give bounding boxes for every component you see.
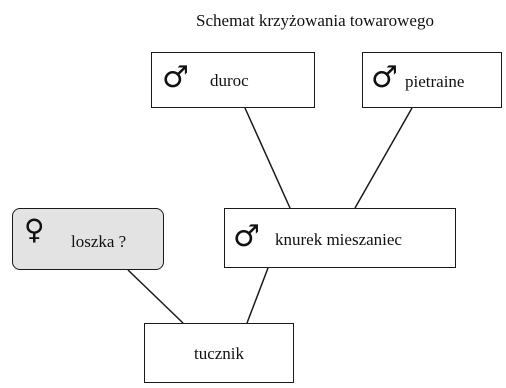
node-loszka-label: loszka ? xyxy=(71,232,127,251)
edge-duroc-knurek xyxy=(244,107,291,209)
node-pietraine-label: pietraine xyxy=(405,72,465,91)
node-duroc: ♂ duroc xyxy=(151,52,315,108)
node-knurek-mieszaniec-label: knurek mieszaniec xyxy=(275,230,402,249)
node-tucznik-label: tucznik xyxy=(193,344,245,363)
edge-knurek-tucznik xyxy=(246,267,269,324)
node-pietraine: ♂ pietraine xyxy=(362,52,502,108)
node-loszka: ♀ loszka ? xyxy=(12,208,164,270)
node-tucznik: tucznik xyxy=(144,323,294,383)
edge-loszka-tucznik xyxy=(127,269,184,324)
male-symbol-icon: ♂ xyxy=(233,219,260,254)
female-symbol-icon: ♀ xyxy=(24,213,45,246)
male-symbol-icon: ♂ xyxy=(371,60,398,95)
node-duroc-label: duroc xyxy=(210,71,249,90)
diagram-title: Schemat krzyżowania towarowego xyxy=(196,11,434,30)
male-symbol-icon: ♂ xyxy=(162,60,189,95)
edge-pietraine-knurek xyxy=(354,107,413,209)
node-knurek-mieszaniec: ♂ knurek mieszaniec xyxy=(224,208,456,268)
